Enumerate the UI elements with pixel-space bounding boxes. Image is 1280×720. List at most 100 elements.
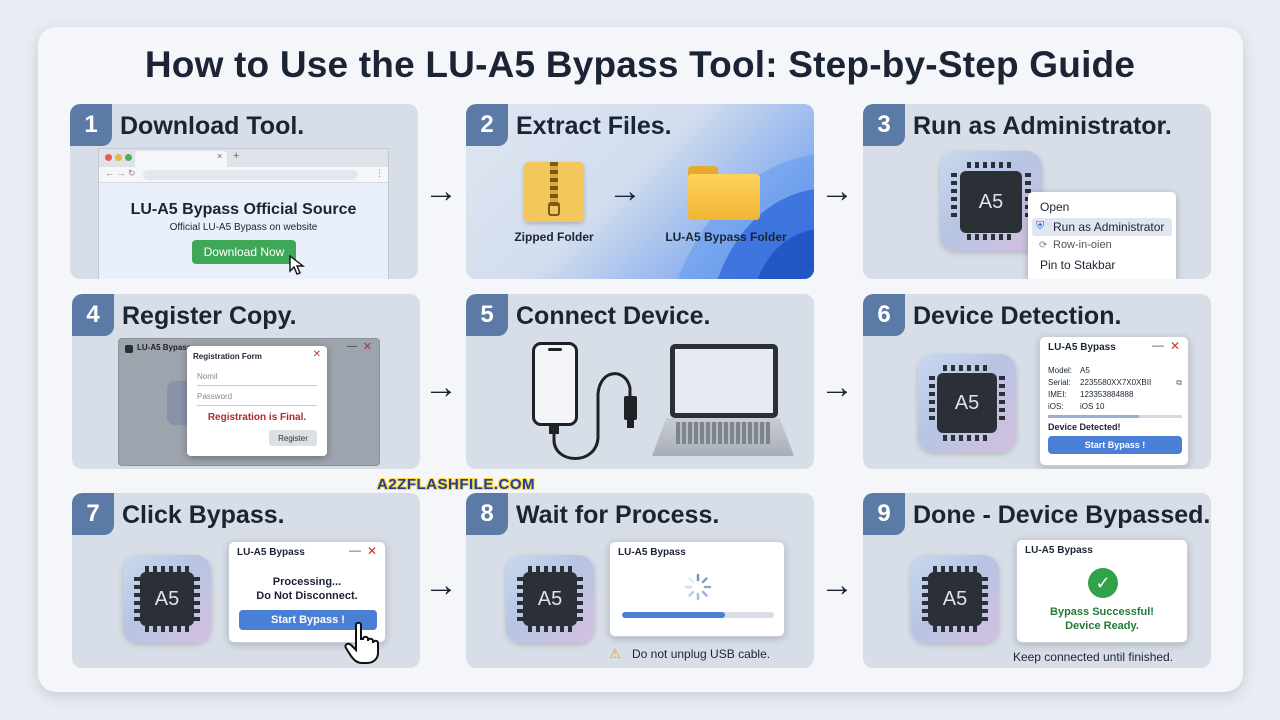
browser-window: × + ← → ↻ ⋮ LU-A5 Bypass Official Source… xyxy=(98,148,389,279)
arrow-icon: → xyxy=(608,172,642,210)
dialog-title: Registration Form xyxy=(193,352,262,361)
chip-core: A5 xyxy=(960,171,1022,233)
step-title: Download Tool. xyxy=(120,112,305,140)
step-title: Device Detection. xyxy=(913,302,1122,330)
new-tab-icon[interactable]: + xyxy=(233,150,240,162)
minimize-icon[interactable]: — xyxy=(347,341,357,352)
page-title: How to Use the LU-A5 Bypass Tool: Step-b… xyxy=(144,44,1136,85)
step-7-panel: 7 Click Bypass. A5 LU-A5 Bypass — ✕ Proc… xyxy=(72,493,420,668)
menu-item-row-in[interactable]: Row-in-oien xyxy=(1053,239,1112,251)
step-title: Run as Administrator. xyxy=(913,112,1172,140)
step-number-badge: 4 xyxy=(72,294,114,336)
app-chip-icon[interactable]: A5 xyxy=(940,151,1042,251)
context-menu: Open ⛨ Run as Administrator ⟳ Row-in-oie… xyxy=(1028,192,1176,279)
download-now-button[interactable]: Download Now xyxy=(192,240,296,264)
zip-folder-icon[interactable] xyxy=(524,162,584,222)
app-chip-icon[interactable]: A5 xyxy=(918,354,1016,452)
field-label: IMEI: xyxy=(1048,390,1067,399)
progress-bar-fill xyxy=(622,612,726,618)
device-info: Model:A5 Serial:2235580XX7X0XBII⧉ IMEI:1… xyxy=(1048,365,1182,413)
start-bypass-button[interactable]: Start Bypass ! xyxy=(1048,436,1182,454)
app-title: LU-A5 Bypass xyxy=(1048,342,1116,353)
hand-cursor-icon xyxy=(344,621,379,664)
address-bar[interactable] xyxy=(143,170,358,180)
phone-icon xyxy=(532,342,578,426)
chip-core: A5 xyxy=(523,572,577,626)
chip-core: A5 xyxy=(937,373,997,433)
do-not-disconnect-text: Do Not Disconnect. xyxy=(256,590,358,602)
step-number-badge: 7 xyxy=(72,493,114,535)
laptop-keyboard xyxy=(652,418,794,456)
registration-dialog: Registration Form ✕ Nomil Password Regis… xyxy=(187,346,327,456)
app-chip-icon[interactable]: A5 xyxy=(911,555,999,643)
processing-text: Processing... xyxy=(272,576,342,588)
app-window: LU-A5 Bypass xyxy=(609,541,785,637)
register-button[interactable]: Register xyxy=(269,430,317,446)
minimize-dot-icon[interactable] xyxy=(115,154,122,161)
cursor-pointer-icon xyxy=(289,254,306,275)
device-detected-status: Device Detected! xyxy=(1048,422,1121,432)
step-8-panel: 8 Wait for Process. A5 LU-A5 Bypass ⚠ Do… xyxy=(466,493,814,668)
step-5-panel: 5 Connect Device. xyxy=(466,294,814,469)
close-icon[interactable]: ✕ xyxy=(362,341,372,353)
nav-arrows-icon[interactable]: ← → ↻ xyxy=(105,168,136,178)
folder-icon[interactable] xyxy=(688,162,760,220)
browser-tab[interactable] xyxy=(135,151,227,167)
step-2-panel: 2 Extract Files. Zipped Folder → LU-A5 B… xyxy=(466,104,814,279)
step-title: Connect Device. xyxy=(516,302,711,330)
phone-notch xyxy=(548,348,562,351)
field-label: Model: xyxy=(1048,366,1073,375)
ios-value: iOS 10 xyxy=(1080,402,1105,411)
browser-tabbar: × + xyxy=(99,149,388,167)
copy-icon[interactable]: ⧉ xyxy=(1176,378,1182,387)
site-watermark: A2ZFLASHFILE.COM xyxy=(377,476,535,493)
minimize-icon[interactable]: — xyxy=(1152,338,1164,352)
field-label: iOS: xyxy=(1048,402,1064,411)
menu-item-open[interactable]: Open xyxy=(1040,200,1070,214)
menu-item-pin-taskbar[interactable]: Pin to Stakbar xyxy=(1040,258,1116,272)
start-bypass-button[interactable]: Start Bypass ! xyxy=(239,610,377,630)
zipper-stripe xyxy=(550,162,558,206)
page-heading: LU-A5 Bypass Official Source xyxy=(130,201,357,218)
tab-close-icon[interactable]: × xyxy=(217,151,223,161)
imei-value: 123353884888 xyxy=(1080,390,1134,399)
close-icon[interactable]: ✕ xyxy=(366,544,377,558)
laptop-screen xyxy=(670,344,778,418)
minimize-icon[interactable]: — xyxy=(349,543,361,557)
device-ready-text: Device Ready. xyxy=(1065,620,1139,632)
close-icon[interactable]: ✕ xyxy=(312,349,321,360)
folder-label: LU-A5 Bypass Folder xyxy=(665,230,787,244)
maximize-dot-icon[interactable] xyxy=(125,154,132,161)
usb-cable-icon xyxy=(549,372,637,460)
page-subheading: Official LU-A5 Bypass on website xyxy=(169,222,318,233)
pin-icon: ⟳ xyxy=(1039,240,1048,251)
name-input[interactable]: Nomil xyxy=(197,372,317,386)
step-number-badge: 3 xyxy=(863,104,905,146)
model-value: A5 xyxy=(1080,366,1090,375)
menu-item-run-as-admin[interactable]: Run as Administrator xyxy=(1053,220,1165,234)
app-window: LU-A5 Bypass ✓ Bypass Successful! Device… xyxy=(1016,539,1188,643)
arrow-icon: → xyxy=(820,368,854,406)
menu-kebab-icon[interactable]: ⋮ xyxy=(375,168,384,178)
app-title: LU-A5 Bypass xyxy=(237,547,305,558)
app-chip-icon[interactable]: A5 xyxy=(123,555,211,643)
loading-spinner-icon xyxy=(684,573,712,601)
zip-folder-label: Zipped Folder xyxy=(514,230,594,244)
shield-icon: ⛨ xyxy=(1036,220,1045,232)
step-number-badge: 5 xyxy=(466,294,508,336)
success-text: Bypass Successful! xyxy=(1050,606,1154,618)
close-icon[interactable]: ✕ xyxy=(1169,339,1180,353)
step-6-panel: 6 Device Detection. A5 LU-A5 Bypass — ✕ … xyxy=(863,294,1211,469)
step-number-badge: 1 xyxy=(70,104,112,146)
detection-bar xyxy=(1048,415,1182,418)
arrow-icon: → xyxy=(424,368,458,406)
password-input[interactable]: Password xyxy=(197,392,317,406)
progress-bar xyxy=(622,612,774,618)
app-title: LU-A5 Bypass xyxy=(1025,545,1093,556)
close-dot-icon[interactable] xyxy=(105,154,112,161)
field-label: Serial: xyxy=(1048,378,1071,387)
step-title: Extract Files. xyxy=(516,112,672,140)
menu-item-run-as-admin-highlight[interactable] xyxy=(1032,218,1172,236)
step-number-badge: 9 xyxy=(863,493,905,535)
app-chip-icon[interactable]: A5 xyxy=(506,555,594,643)
